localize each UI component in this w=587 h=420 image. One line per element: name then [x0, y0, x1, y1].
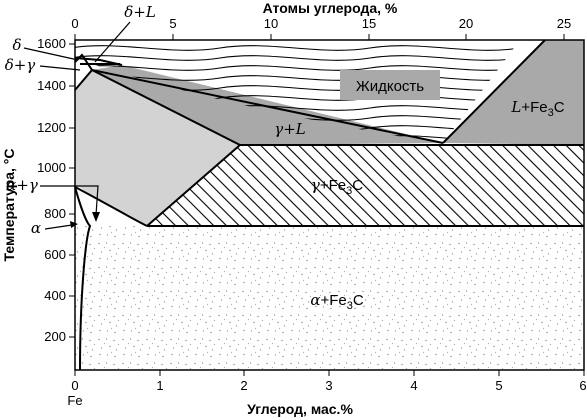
alpha-gamma-leader — [40, 185, 99, 216]
gamma-fe3c-label: γ+Fe3C — [311, 176, 363, 197]
top-tick: 10 — [264, 16, 278, 31]
l-fe3c-label: L+Fe3C — [510, 98, 564, 119]
bottom-tick: 5 — [495, 378, 502, 393]
alpha-fe3c-label: α+Fe3C — [310, 291, 364, 312]
left-tick: 1400 — [37, 78, 66, 93]
left-tick-labels: 200 400 600 800 1000 1200 1400 1600 — [37, 36, 66, 344]
bottom-tick: 0 — [71, 378, 78, 393]
left-tick: 400 — [44, 288, 66, 303]
top-tick: 20 — [459, 16, 473, 31]
alpha-solvus — [74, 186, 92, 371]
top-axis-title: Атомы углерода, % — [263, 0, 398, 16]
alpha-arrowhead — [70, 221, 78, 228]
left-tick: 1600 — [37, 36, 66, 51]
left-axis-title: Температура, °С — [1, 148, 17, 261]
a3-line — [74, 186, 148, 227]
left-tick: 600 — [44, 247, 66, 262]
left-tick: 200 — [44, 329, 66, 344]
gamma-l-label: γ+L — [274, 120, 306, 138]
delta-l-label: δ+L — [124, 3, 156, 21]
solidus — [91, 69, 241, 146]
alpha-label: α — [31, 219, 41, 237]
liquidus-cementite — [442, 39, 546, 144]
left-tick: 1200 — [37, 120, 66, 135]
gamma-fe3c-region — [147, 145, 584, 226]
delta-leader — [23, 47, 79, 61]
acm-line — [146, 144, 241, 227]
delta-boundary — [74, 53, 94, 91]
delta-l-leader — [94, 21, 131, 63]
phase-regions — [75, 40, 585, 370]
gamma-region — [75, 70, 240, 226]
top-tick: 0 — [71, 16, 78, 31]
tick-marks — [69, 34, 585, 376]
left-tick: 800 — [44, 206, 66, 221]
top-tick: 15 — [362, 16, 376, 31]
top-tick: 5 — [169, 16, 176, 31]
bottom-tick: 1 — [156, 378, 163, 393]
bottom-tick-labels: 0 1 2 3 4 5 6 — [71, 378, 586, 393]
bottom-tick: 4 — [410, 378, 417, 393]
delta-gamma-leader — [39, 65, 81, 71]
phase-boundaries — [74, 39, 584, 371]
delta-gamma-label: δ+γ — [5, 56, 36, 74]
delta-label: δ — [12, 36, 21, 54]
top-tick: 25 — [557, 16, 571, 31]
alpha-gamma-arrowhead — [92, 212, 100, 222]
alpha-gamma-label: α+γ — [6, 176, 38, 194]
liquid-label: Жидкость — [356, 78, 424, 95]
alpha-fe3c-region — [75, 226, 584, 370]
origin-label: Fe — [67, 393, 82, 408]
top-tick-labels: 0 5 10 15 20 25 — [71, 16, 571, 31]
liquidus-main — [91, 69, 444, 144]
alpha-leader — [44, 224, 73, 230]
liquid-label-box — [340, 70, 440, 100]
bottom-tick: 2 — [240, 378, 247, 393]
bottom-tick: 6 — [579, 378, 586, 393]
left-tick: 1000 — [37, 160, 66, 175]
bottom-axis-title: Углерод, мас.% — [247, 401, 353, 417]
bottom-tick: 3 — [325, 378, 332, 393]
l-fe3c-region — [443, 40, 584, 145]
